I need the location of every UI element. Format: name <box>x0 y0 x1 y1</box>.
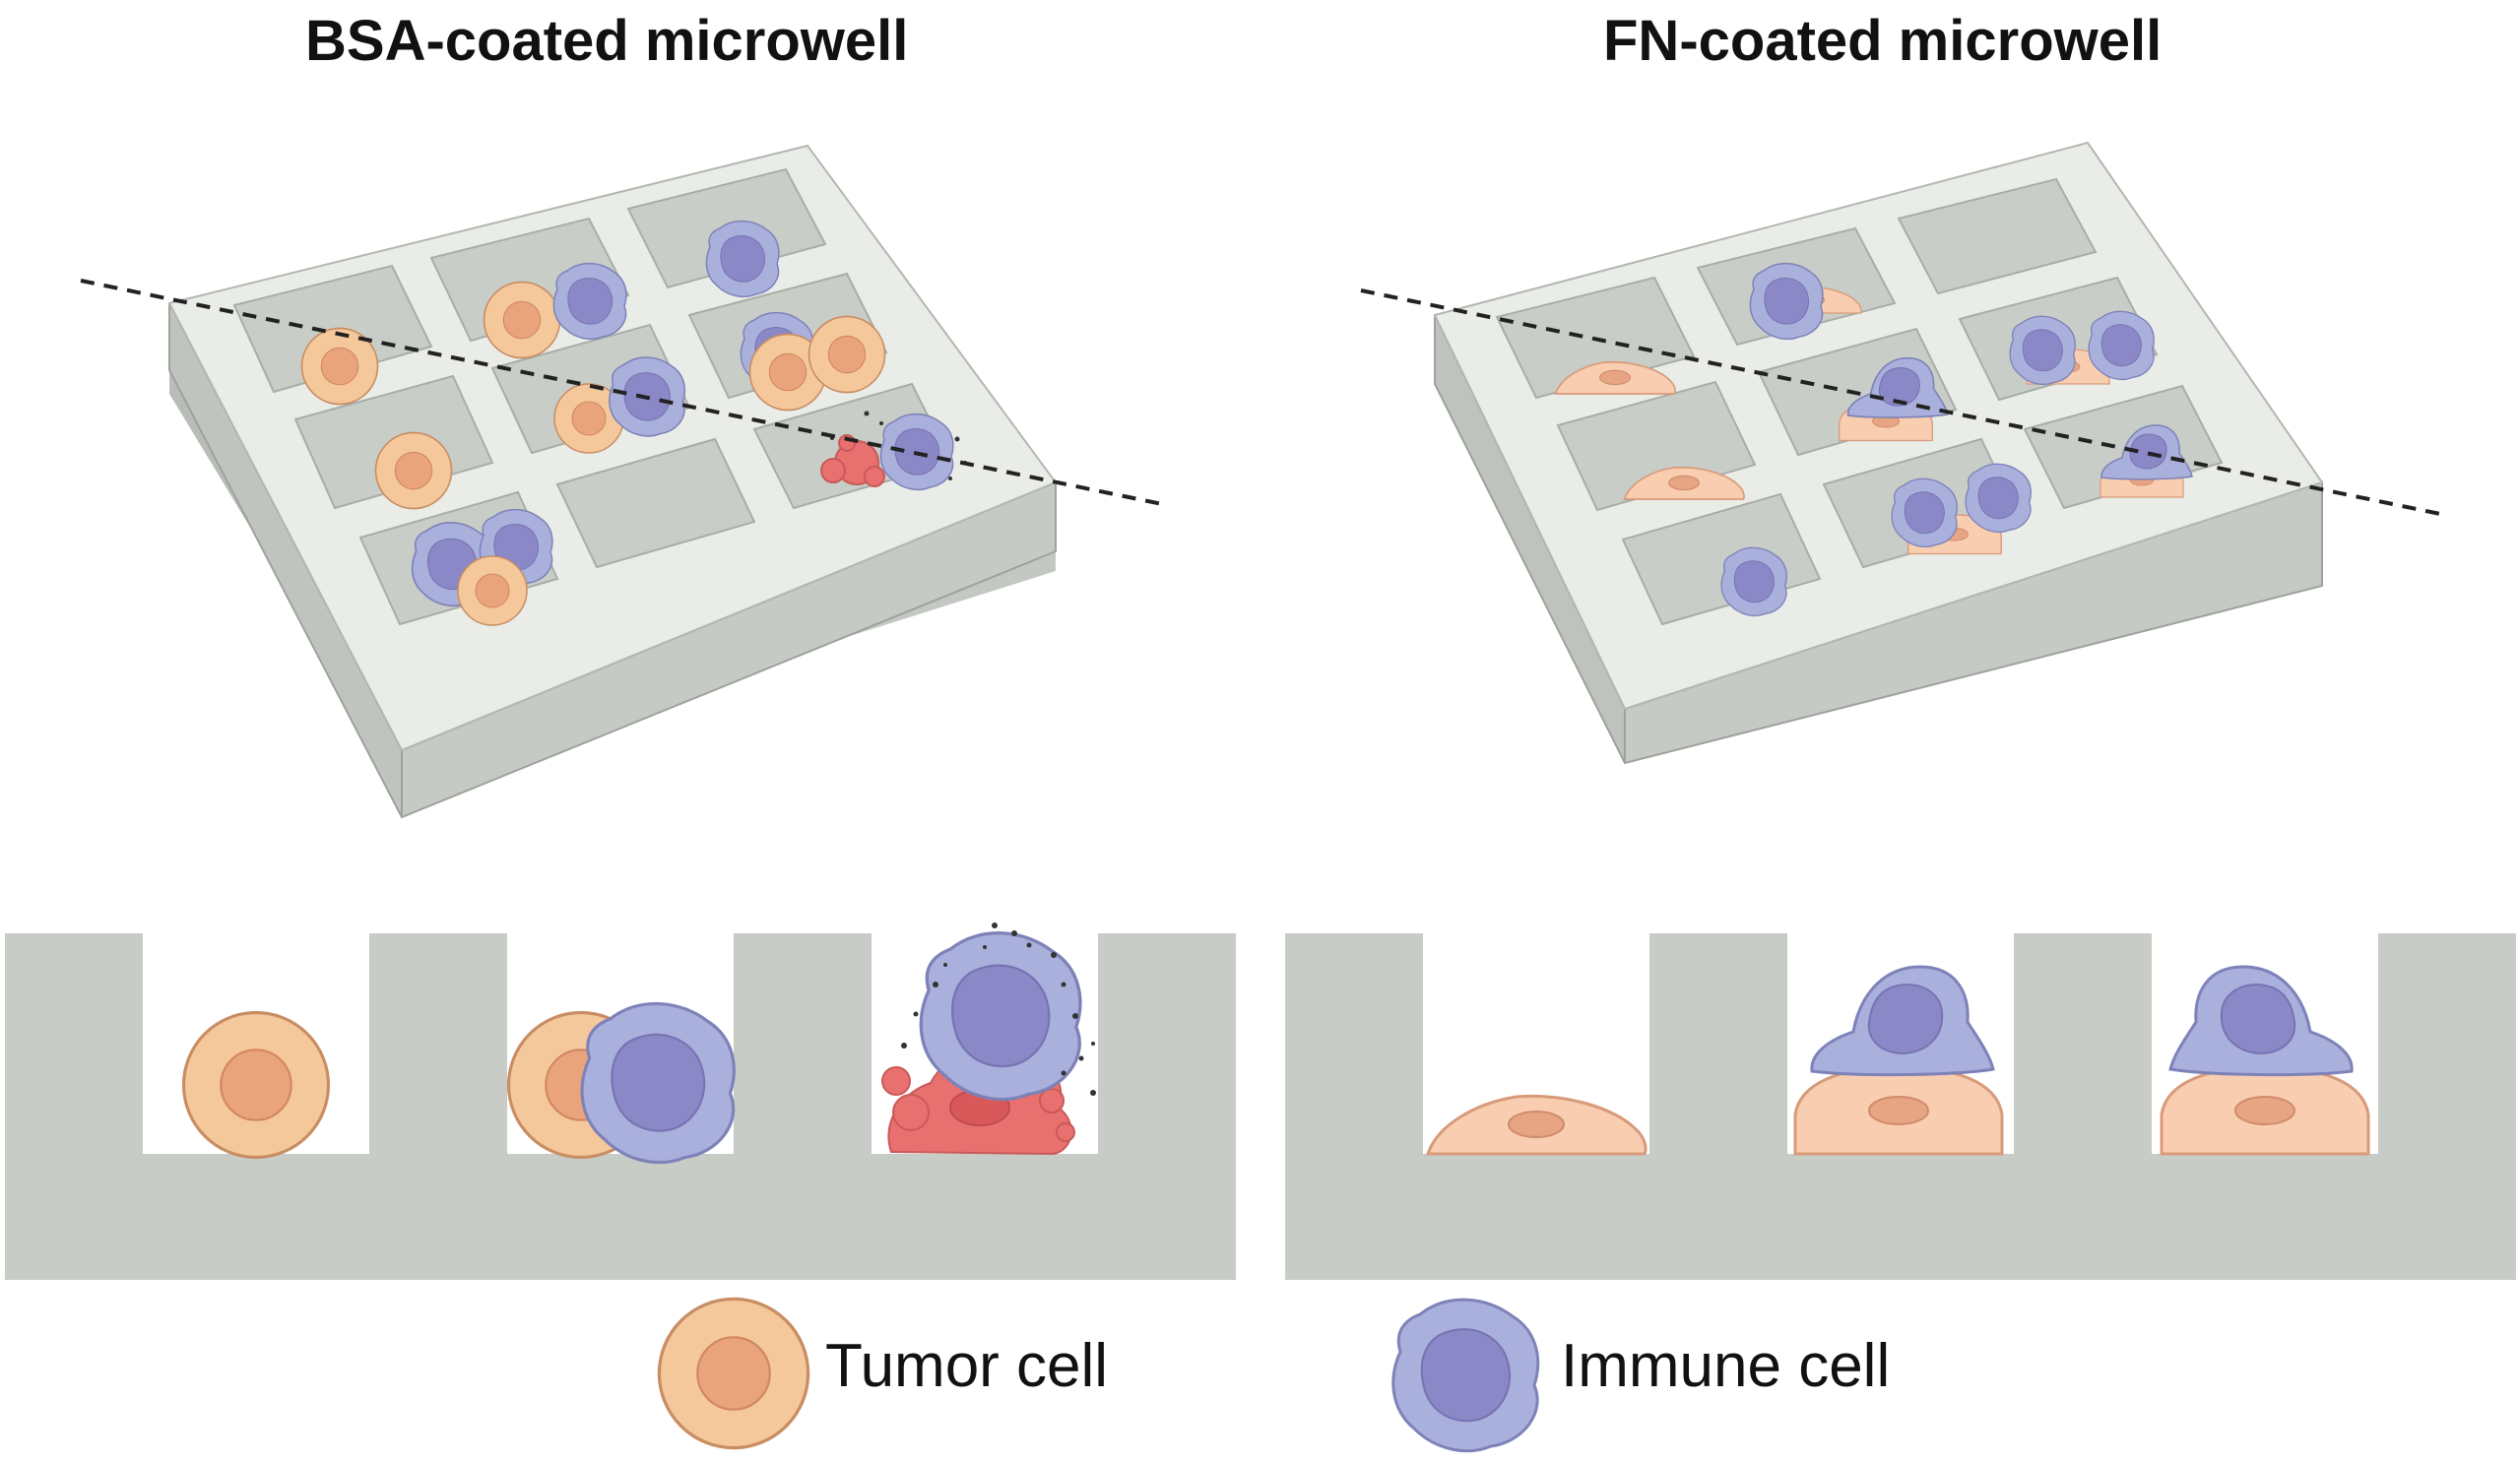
immune-cell-icon <box>552 262 627 341</box>
immune-cell-icon <box>1810 965 1995 1077</box>
dying-tumor-cell <box>820 434 885 487</box>
tumor-cell-icon <box>1426 1094 1648 1156</box>
immune-cell-icon <box>1720 546 1787 617</box>
bsa-microwell-3d <box>80 144 1163 819</box>
immune-cell-icon <box>580 1001 736 1165</box>
legend-tumor-label: Tumor cell <box>825 1332 1109 1400</box>
legend-tumor-cell-icon <box>657 1297 810 1450</box>
tumor-cell-icon <box>483 281 561 359</box>
tumor-cell-icon <box>2160 1065 2370 1156</box>
immune-cell-icon <box>2168 965 2354 1077</box>
tumor-cell-icon <box>808 315 886 394</box>
immune-cell-icon <box>1965 463 2032 534</box>
bsa-3d-cells <box>300 220 967 626</box>
fn-cross-section <box>1285 933 2516 1280</box>
immune-cell-icon <box>1891 477 1958 548</box>
fn-microwell-3d <box>1360 141 2441 765</box>
legend-immune-cell-icon <box>1391 1298 1540 1453</box>
title-bsa-microwell: BSA-coated microwell <box>305 9 909 73</box>
tumor-cell-icon <box>181 1010 331 1160</box>
immune-cell-icon <box>2088 310 2155 381</box>
cut-line <box>1360 288 2441 516</box>
title-fn-microwell: FN-coated microwell <box>1603 9 2163 73</box>
cytotoxic-granules <box>901 922 1096 1096</box>
tumor-cell-icon <box>457 555 528 626</box>
immune-cell-icon <box>705 220 780 298</box>
immune-cell-icon <box>2009 315 2076 386</box>
tumor-cell-icon <box>1793 1065 2004 1156</box>
cut-line <box>80 279 1163 506</box>
bsa-cross-section <box>5 922 1236 1280</box>
immune-cell-icon <box>1749 262 1824 341</box>
legend-immune-label: Immune cell <box>1561 1332 1891 1400</box>
immune-cell-icon <box>919 931 1082 1102</box>
tumor-cell-icon <box>374 431 453 510</box>
